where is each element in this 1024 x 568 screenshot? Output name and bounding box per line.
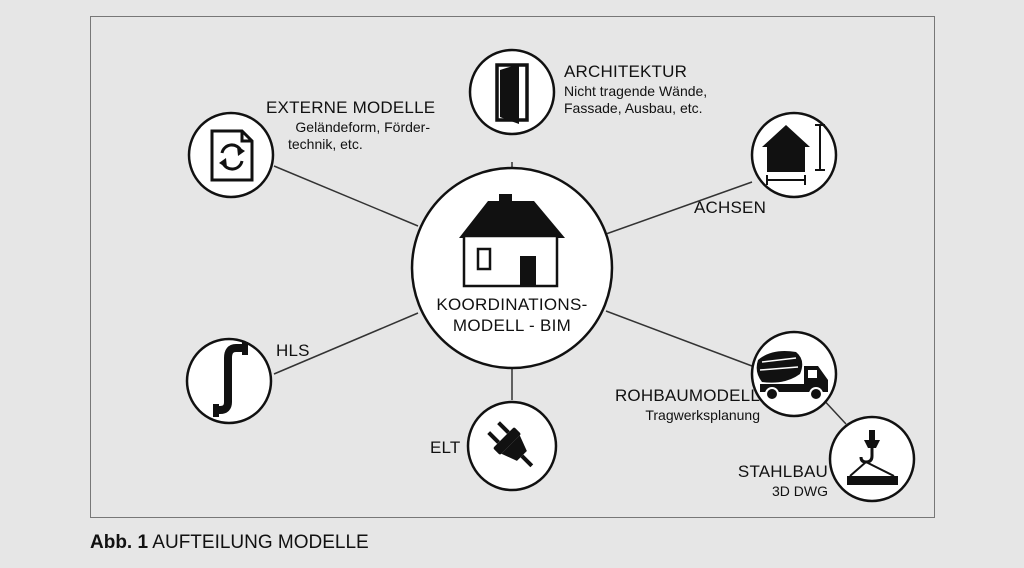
achsen-label: ACHSEN — [694, 198, 767, 217]
rohbau-line1: Tragwerksplanung — [645, 406, 760, 423]
connector-externe — [273, 165, 419, 227]
connector-hls — [273, 312, 419, 375]
diagram-frame — [90, 16, 935, 518]
stahlbau-label: STAHLBAU 3D DWG — [732, 462, 828, 500]
architektur-title: ARCHITEKTUR — [564, 62, 688, 81]
externe-title: EXTERNE MODELLE — [266, 98, 436, 117]
center-label: KOORDINATIONS- MODELL - BIM — [412, 294, 612, 337]
rohbau-title: ROHBAUMODELL — [614, 386, 760, 405]
externe-label: EXTERNE MODELLE Geländeform, Förder- tec… — [266, 98, 436, 153]
caption-text: AUFTEILUNG MODELLE — [152, 532, 369, 553]
door-icon — [495, 63, 529, 124]
center-node — [410, 166, 614, 370]
architektur-node[interactable] — [468, 48, 556, 136]
power-plug-icon — [487, 421, 534, 468]
hls-node[interactable] — [185, 337, 273, 425]
connector-rohbau — [605, 310, 753, 367]
elt-label: ELT — [430, 438, 461, 457]
rohbau-label: ROHBAUMODELL Tragwerksplanung — [600, 386, 760, 424]
stahlbau-title: STAHLBAU — [737, 462, 828, 481]
figure-caption: Abb. 1 AUFTEILUNG MODELLE — [90, 532, 369, 554]
achsen-node[interactable] — [750, 111, 838, 199]
architektur-line2: Fassade, Ausbau, etc. — [564, 99, 703, 116]
elt-node[interactable] — [466, 400, 558, 492]
connector-achsen — [605, 181, 753, 235]
stahlbau-node[interactable] — [828, 415, 916, 503]
connectors — [273, 162, 847, 425]
externe-node[interactable] — [187, 111, 275, 199]
center-label-line1: KOORDINATIONS- — [436, 295, 588, 314]
pipe-icon — [213, 342, 248, 417]
rohbau-node[interactable] — [750, 330, 838, 418]
externe-line1: Geländeform, Förder- — [295, 118, 430, 135]
concrete-mixer-truck-icon — [756, 351, 828, 401]
externe-line2: technik, etc. — [288, 135, 363, 152]
stahlbau-line1: 3D DWG — [772, 482, 828, 499]
architektur-line1: Nicht tragende Wände, — [564, 82, 708, 99]
document-refresh-icon — [210, 129, 254, 182]
caption-number: Abb. 1 — [90, 532, 149, 553]
house-icon — [459, 194, 565, 288]
hls-label: HLS — [276, 341, 310, 360]
architektur-label: ARCHITEKTUR Nicht tragende Wände, Fassad… — [564, 62, 707, 117]
house-dimension-icon — [762, 124, 825, 185]
center-label-line2: MODELL - BIM — [452, 316, 572, 336]
crane-hook-icon — [847, 430, 898, 485]
